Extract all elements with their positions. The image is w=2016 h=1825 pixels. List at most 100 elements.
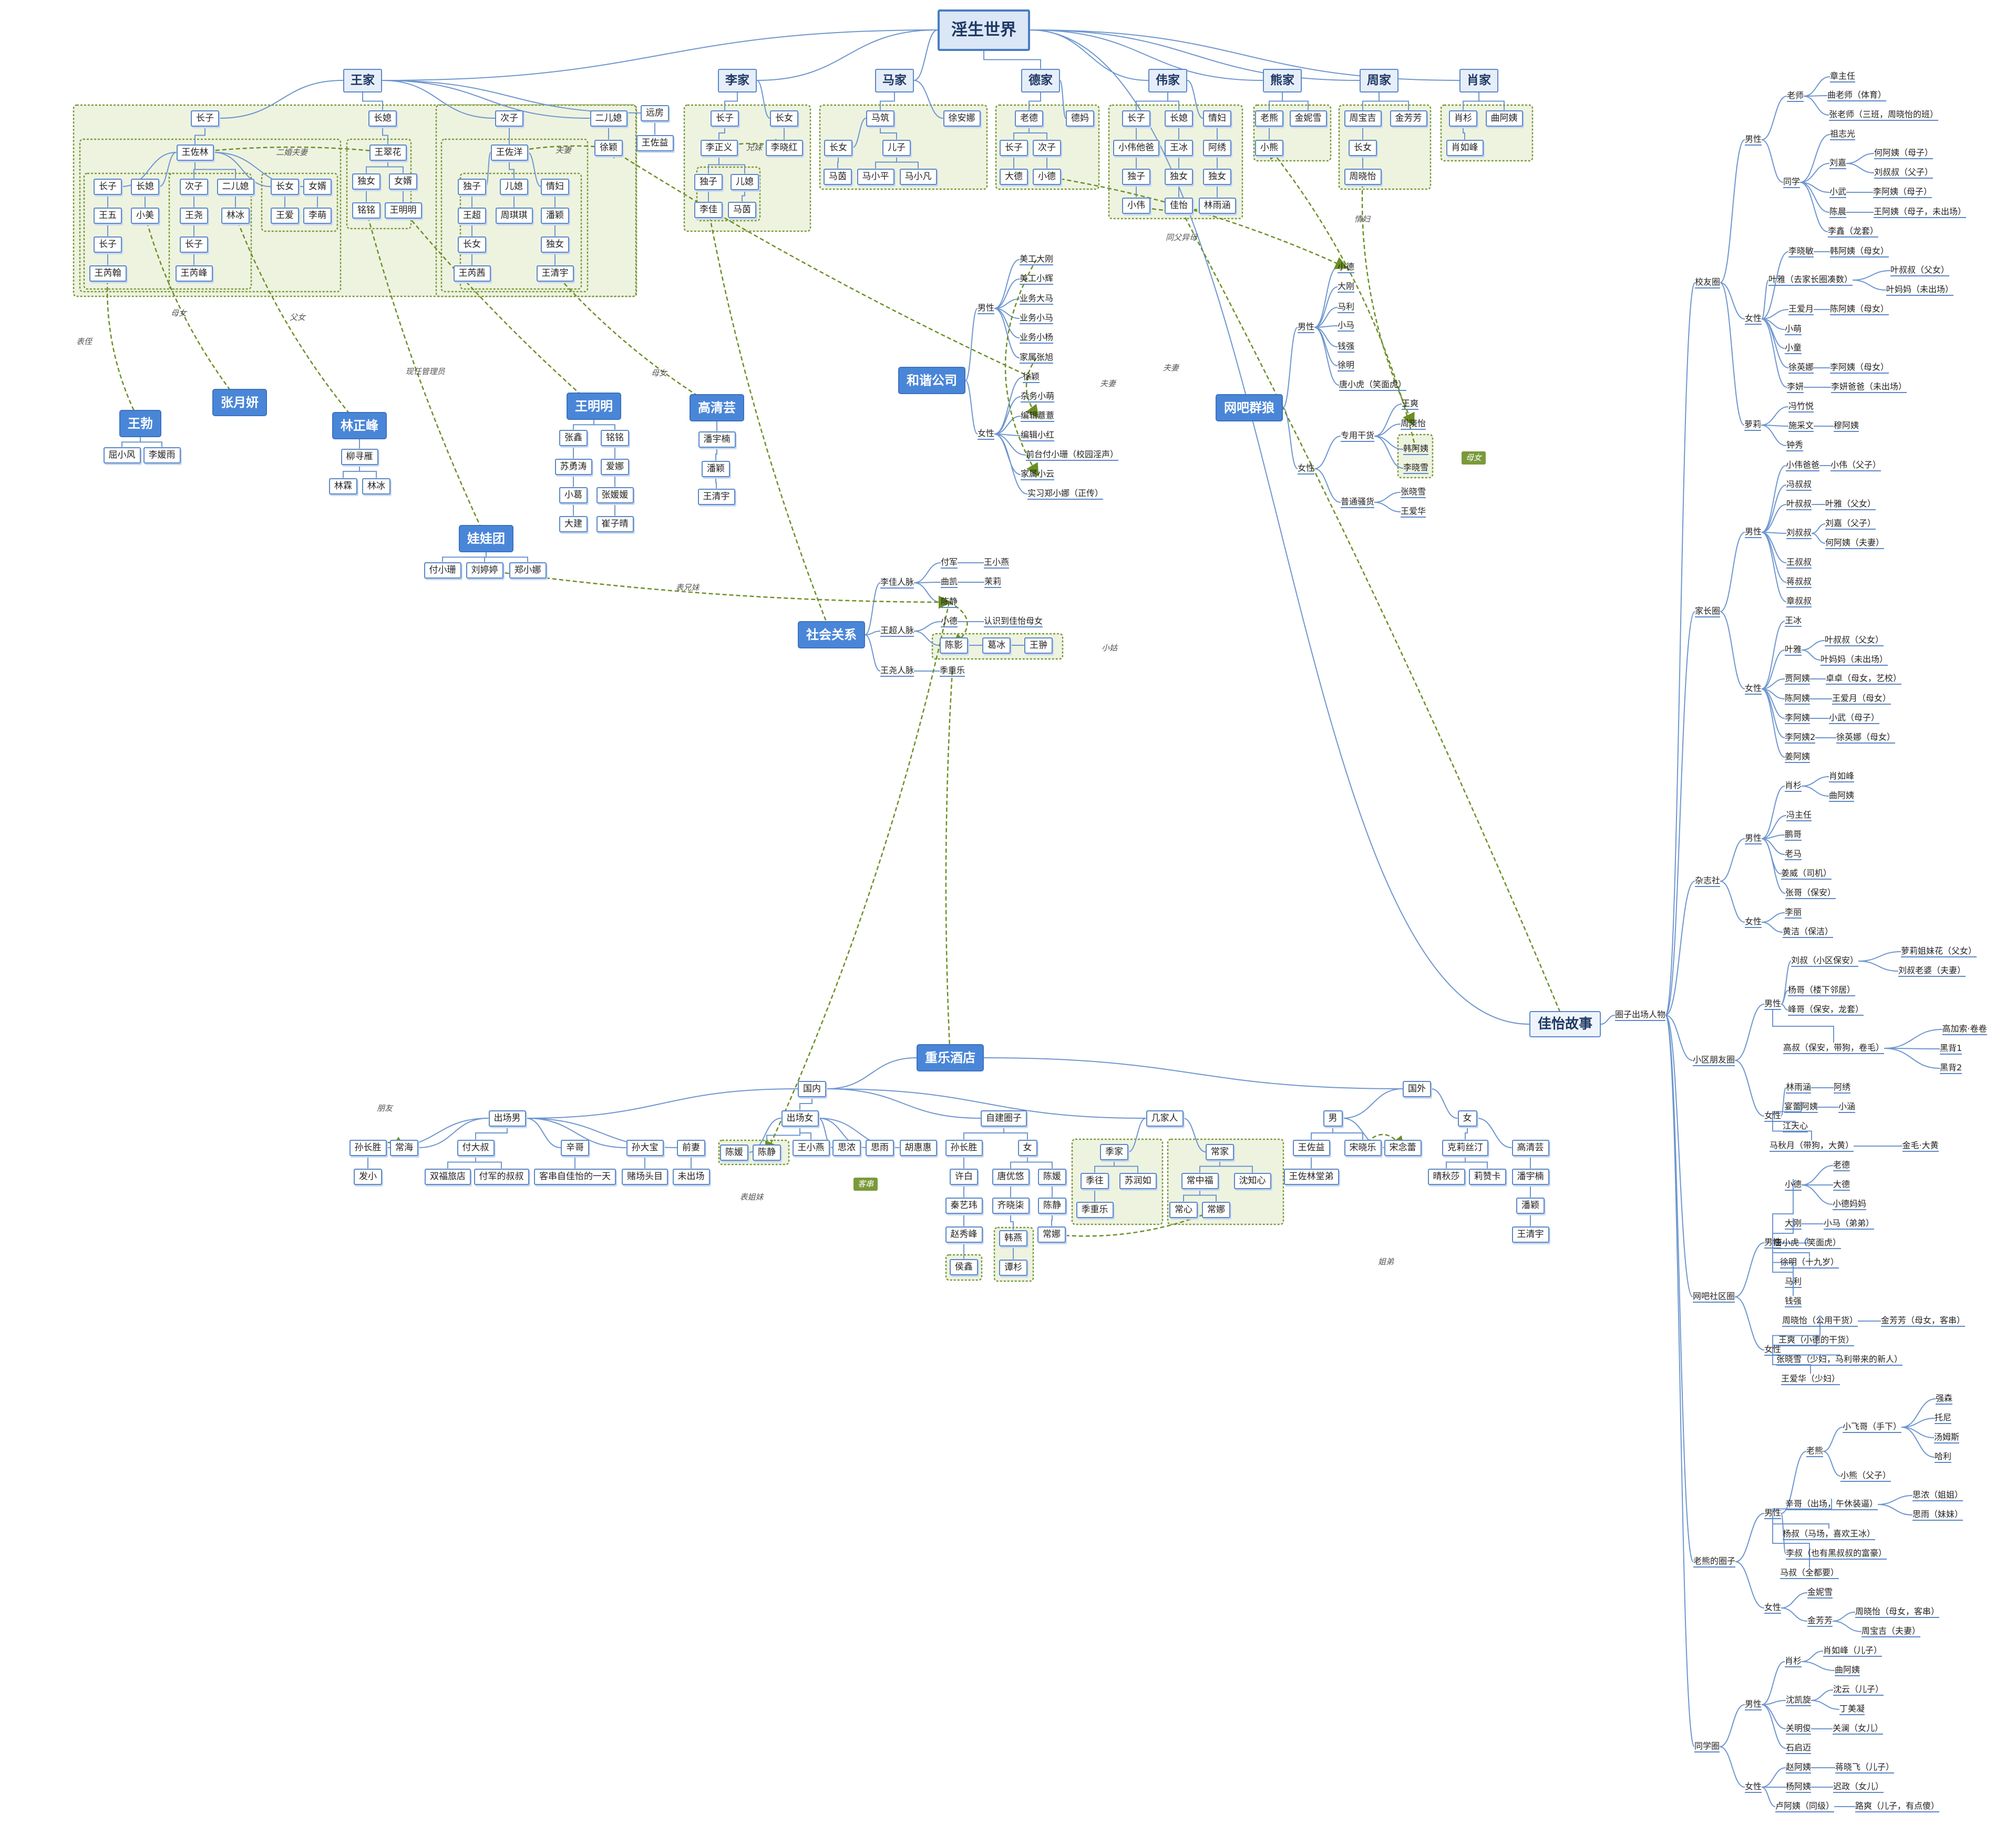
- node-n339[interactable]: 张晓雪（少妇，马利带来的新人）: [1776, 1354, 1903, 1366]
- node-n233[interactable]: 曲老师（体育）: [1827, 90, 1887, 101]
- node-n122[interactable]: 业务大马: [1020, 293, 1054, 305]
- node-n191[interactable]: 思浓: [832, 1139, 861, 1156]
- node-n200[interactable]: 唐优悠: [992, 1168, 1030, 1185]
- node-n295[interactable]: 曲阿姨: [1829, 790, 1855, 802]
- node-n354[interactable]: 李叔（也有黑叔叔的富豪）: [1786, 1548, 1887, 1560]
- node-n26[interactable]: 王五: [94, 207, 122, 224]
- node-n19[interactable]: 王佐益: [636, 135, 674, 151]
- node-n4[interactable]: 马家: [875, 68, 914, 92]
- node-n212[interactable]: 常中福: [1181, 1172, 1219, 1189]
- node-n279[interactable]: 叶雅: [1785, 644, 1802, 656]
- node-n79[interactable]: 独女: [1203, 168, 1231, 185]
- node-n335[interactable]: 女性: [1764, 1344, 1782, 1356]
- node-n250[interactable]: 叶妈妈（未出场）: [1886, 284, 1954, 296]
- node-n319[interactable]: 小涵: [1838, 1101, 1856, 1113]
- node-n321[interactable]: 马秋月（带狗，大黄）: [1770, 1140, 1854, 1152]
- node-n137[interactable]: 大刚: [1338, 281, 1355, 293]
- node-n282[interactable]: 贾阿姨: [1785, 673, 1811, 685]
- node-n158[interactable]: 陈静: [941, 596, 958, 608]
- node-n73[interactable]: 情妇: [1203, 110, 1231, 127]
- node-n225[interactable]: 潘颖: [1516, 1197, 1545, 1214]
- node-n7[interactable]: 熊家: [1263, 68, 1302, 92]
- node-n213[interactable]: 沈知心: [1233, 1172, 1271, 1189]
- node-n360[interactable]: 周宝吉（夫妻）: [1861, 1626, 1921, 1637]
- node-n202[interactable]: 齐晓柒: [992, 1197, 1030, 1214]
- node-n207[interactable]: 季家: [1100, 1143, 1128, 1160]
- node-n259[interactable]: 萝莉: [1744, 419, 1762, 431]
- node-n243[interactable]: 王阿姨（母子，未出场）: [1874, 207, 1967, 218]
- node-n5[interactable]: 德家: [1021, 68, 1060, 92]
- node-n313[interactable]: 黑背1: [1940, 1043, 1962, 1055]
- node-n2[interactable]: 王家: [343, 68, 382, 92]
- node-n229[interactable]: 校友圈: [1695, 277, 1721, 288]
- node-n176[interactable]: 孙长胜: [349, 1139, 387, 1156]
- node-n161[interactable]: 认识到佳怡母女: [984, 616, 1043, 627]
- node-n48[interactable]: 王芮茜: [453, 265, 491, 282]
- node-n117[interactable]: 郑小娜: [509, 562, 547, 579]
- node-n183[interactable]: 客串自佳怡的一天: [534, 1168, 616, 1185]
- node-n180[interactable]: 双福旅店: [425, 1168, 471, 1185]
- node-n218[interactable]: 宋晓乐: [1344, 1139, 1382, 1156]
- node-n215[interactable]: 常娜: [1202, 1201, 1230, 1218]
- node-n342[interactable]: 男性: [1764, 1508, 1782, 1519]
- node-n65[interactable]: 老德: [1015, 110, 1043, 127]
- node-n305[interactable]: 男性: [1764, 998, 1782, 1010]
- node-n281[interactable]: 叶妈妈（未出场）: [1820, 654, 1888, 666]
- node-n190[interactable]: 王小燕: [792, 1139, 830, 1156]
- node-n134[interactable]: 网吧群狼: [1216, 394, 1283, 421]
- node-n323[interactable]: 网吧社区圈: [1693, 1291, 1735, 1303]
- node-n370[interactable]: 关澜（女儿）: [1833, 1723, 1884, 1735]
- node-n219[interactable]: 宋念蕾: [1384, 1139, 1422, 1156]
- node-n373[interactable]: 赵阿姨: [1786, 1762, 1812, 1774]
- node-n271[interactable]: 刘叔叔: [1786, 528, 1812, 539]
- node-n245[interactable]: 女性: [1745, 313, 1762, 325]
- node-n61[interactable]: 儿子: [882, 139, 911, 156]
- node-n325[interactable]: 小德: [1785, 1179, 1802, 1191]
- node-n307[interactable]: 萝莉姐妹花（父女）: [1901, 946, 1977, 957]
- node-n109[interactable]: 崔子晴: [596, 515, 634, 532]
- node-n153[interactable]: 李佳人脉: [880, 577, 914, 589]
- node-n178[interactable]: 发小: [354, 1168, 382, 1185]
- node-n256[interactable]: 李阿姨（母女）: [1830, 362, 1889, 374]
- node-n237[interactable]: 刘嘉: [1829, 158, 1847, 169]
- node-n113[interactable]: 王清宇: [697, 488, 735, 505]
- node-n23[interactable]: 二儿媳: [217, 178, 254, 195]
- node-n337[interactable]: 金芳芳（母女，客串）: [1881, 1315, 1966, 1327]
- node-n239[interactable]: 刘叔叔（父子）: [1874, 167, 1933, 179]
- node-n329[interactable]: 大刚: [1785, 1218, 1802, 1230]
- node-n37[interactable]: 女婿: [389, 173, 417, 190]
- node-n3[interactable]: 李家: [718, 68, 757, 92]
- node-n322[interactable]: 金毛·大黄: [1902, 1140, 1939, 1152]
- node-n45[interactable]: 潘颖: [541, 207, 569, 224]
- node-n116[interactable]: 刘婷婷: [466, 562, 503, 579]
- node-n14[interactable]: 远房: [641, 105, 669, 121]
- node-n211[interactable]: 常家: [1206, 1143, 1234, 1160]
- node-n352[interactable]: 思雨（妹妹）: [1912, 1509, 1963, 1521]
- node-n39[interactable]: 王明明: [384, 202, 422, 219]
- node-n253[interactable]: 小萌: [1785, 324, 1802, 335]
- node-n162[interactable]: 陈影: [940, 637, 968, 654]
- node-n251[interactable]: 王爱月: [1788, 304, 1814, 315]
- node-n29[interactable]: 林冰: [221, 207, 250, 224]
- node-n310[interactable]: 峰哥（保安，龙套）: [1788, 1004, 1864, 1016]
- node-n57[interactable]: 马茵: [728, 201, 756, 218]
- node-n127[interactable]: 徐颖: [1023, 372, 1040, 383]
- node-n32[interactable]: 长子: [94, 236, 122, 253]
- node-n144[interactable]: 专用干货: [1341, 430, 1375, 442]
- node-n102[interactable]: 张鑫: [559, 429, 588, 446]
- node-n309[interactable]: 杨哥（楼下邻居）: [1788, 985, 1856, 996]
- node-n43[interactable]: 王超: [458, 207, 486, 224]
- node-n17[interactable]: 王佐洋: [490, 144, 528, 161]
- node-n338[interactable]: 王爽（小德的干货）: [1778, 1335, 1855, 1346]
- node-n258[interactable]: 李妍爸爸（未出场）: [1831, 382, 1907, 393]
- node-n235[interactable]: 同学: [1783, 177, 1801, 188]
- node-n132[interactable]: 家属小云: [1021, 469, 1055, 480]
- node-n101[interactable]: 王明明: [567, 393, 621, 420]
- node-n308[interactable]: 刘叔老婆（夫妻）: [1898, 965, 1966, 977]
- node-n28[interactable]: 王尧: [180, 207, 208, 224]
- node-n350[interactable]: 辛哥（出场，午休装逼）: [1785, 1499, 1878, 1510]
- node-n376[interactable]: 迟政（女儿）: [1833, 1781, 1884, 1793]
- node-n97[interactable]: 林正峰: [332, 412, 387, 439]
- node-n125[interactable]: 家属张旭: [1020, 352, 1054, 364]
- node-n293[interactable]: 肖杉: [1785, 780, 1802, 792]
